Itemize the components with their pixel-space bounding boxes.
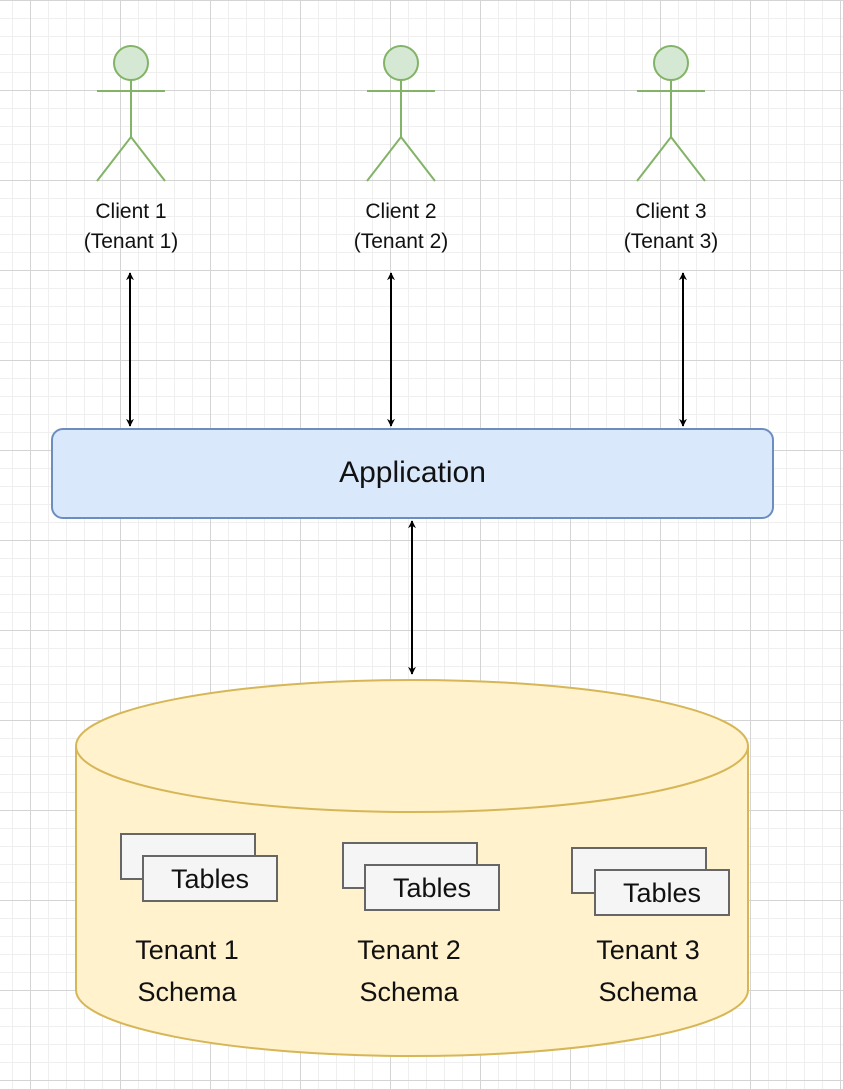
client-3-label: Client 3 (Tenant 3) [581, 197, 761, 257]
tenant-3-schema-line2: Schema [598, 977, 698, 1007]
client-2-name: Client 2 [365, 200, 437, 223]
client-3-name: Client 3 [635, 200, 707, 223]
tenant-1-schema-line2: Schema [137, 977, 237, 1007]
tenant-1-tables-label: Tables [170, 864, 250, 894]
tenant-3-tables-label: Tables [622, 878, 702, 908]
client-1-name: Client 1 [95, 200, 167, 223]
tenant-3-schema-line1: Tenant 3 [596, 935, 700, 965]
application-box [51, 428, 774, 519]
client-2-actor-icon [366, 45, 436, 182]
tenant-1-schema-line1: Tenant 1 [135, 935, 239, 965]
client-1-tenant: (Tenant 1) [83, 230, 179, 253]
client-2-label: Client 2 (Tenant 2) [311, 197, 491, 257]
tenant-1-tables-icon [120, 833, 278, 902]
client-1-actor-icon [96, 45, 166, 182]
tenant-2-schema-line2: Schema [359, 977, 459, 1007]
client-3-actor-icon [636, 45, 706, 182]
tenant-1-schema-label: Tenant 1 Schema [97, 929, 277, 1013]
tenant-3-schema-label: Tenant 3 Schema [558, 929, 738, 1013]
client-3-tenant: (Tenant 3) [623, 230, 719, 253]
client-1-label: Client 1 (Tenant 1) [41, 197, 221, 257]
tenant-2-schema-line1: Tenant 2 [357, 935, 461, 965]
tenant-3-tables-icon [571, 847, 730, 916]
tenant-2-tables-icon [342, 842, 500, 911]
tenant-2-tables-label: Tables [392, 873, 472, 903]
application-label: Application [339, 456, 486, 489]
client-2-tenant: (Tenant 2) [353, 230, 449, 253]
tenant-2-schema-label: Tenant 2 Schema [319, 929, 499, 1013]
